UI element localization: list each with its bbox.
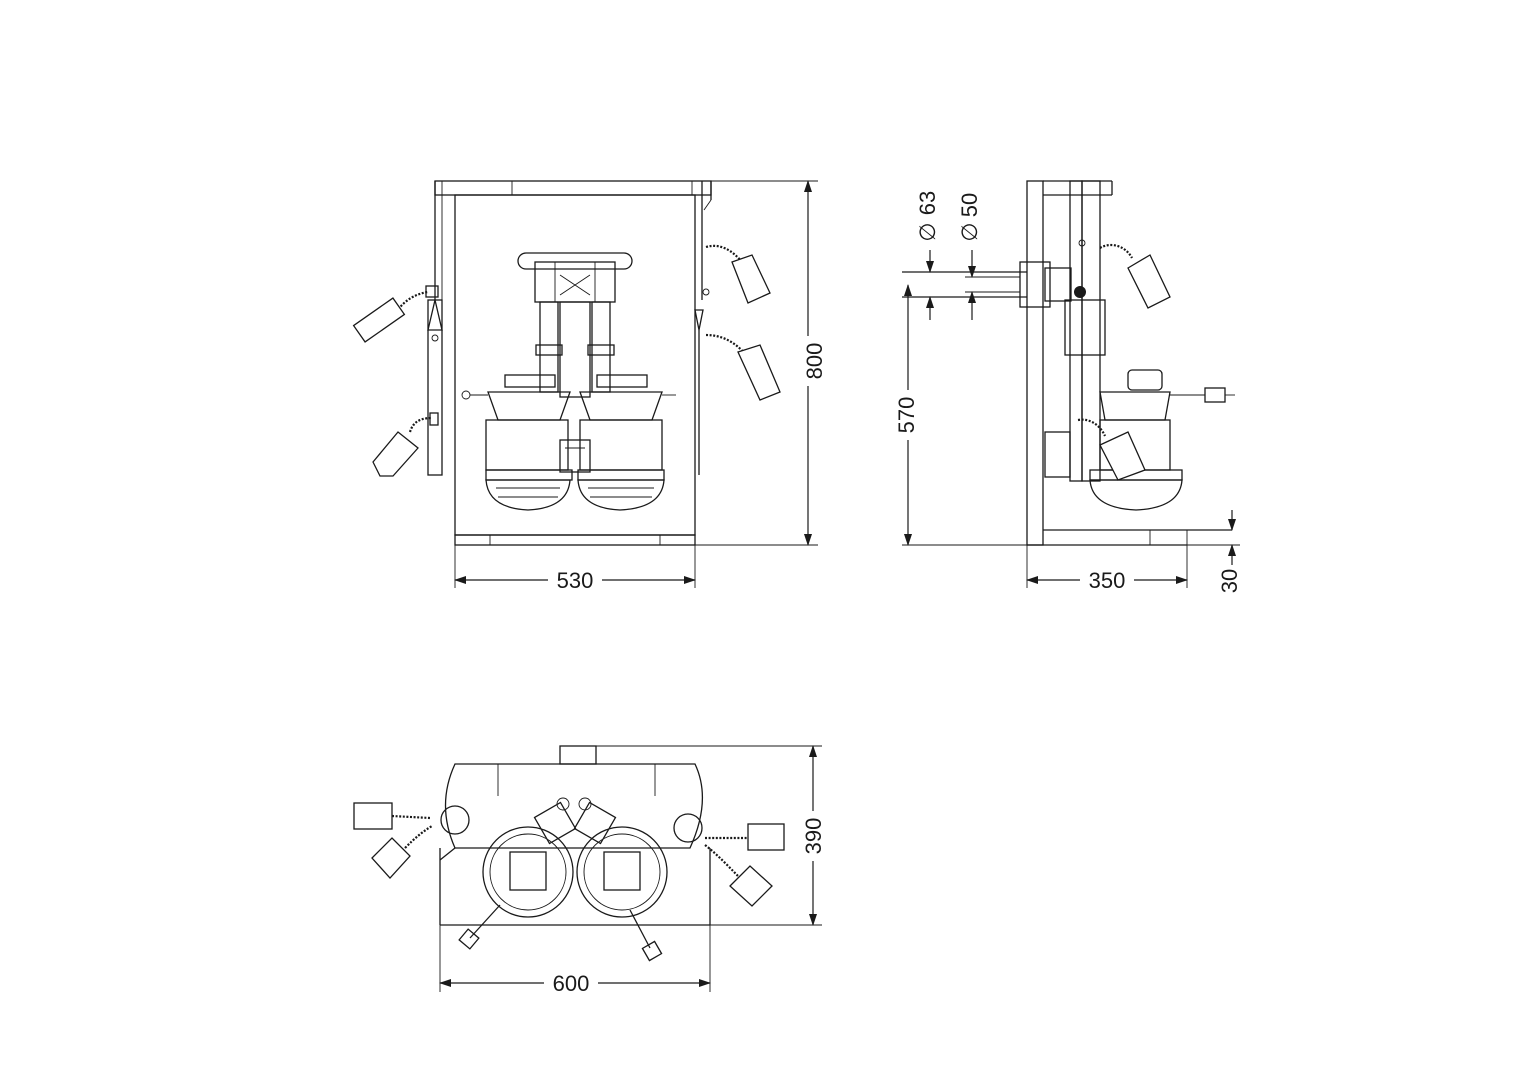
dim-label-530: 530 [557, 568, 594, 593]
dim-side-depth: 350 [1026, 545, 1188, 594]
top-pumps [458, 797, 668, 962]
dim-side-inlet-height: 570 [894, 284, 1027, 546]
dim-label-63: 63 [915, 191, 940, 215]
side-pump [1044, 369, 1235, 511]
dim-label-390: 390 [801, 818, 826, 855]
side-view [902, 180, 1235, 546]
dim-label-350: 350 [1089, 568, 1126, 593]
front-float-lower-left [372, 412, 439, 477]
diameter-symbol-50: ∅ [957, 222, 982, 241]
top-outline [439, 745, 711, 926]
front-frame [427, 180, 712, 546]
dim-top-depth: 390 [596, 745, 828, 926]
dim-side-bottom: 30 [1187, 510, 1242, 593]
side-discharge-pipe [902, 261, 1106, 356]
diameter-symbol-63: ∅ [915, 222, 940, 241]
dim-label-600: 600 [553, 971, 590, 996]
dim-label-50: 50 [957, 193, 982, 217]
front-float-upper-left [352, 285, 439, 343]
front-float-lower-right [705, 333, 781, 401]
front-pump-assembly [461, 252, 676, 511]
dim-label-800: 800 [802, 343, 827, 380]
dim-pipe-diameters: ∅ 63 ∅ 50 [915, 191, 1020, 320]
front-float-upper-right [705, 244, 771, 304]
side-frame [1026, 180, 1232, 546]
top-floats [353, 802, 785, 907]
dim-top-width: 600 [439, 925, 711, 997]
dim-label-570: 570 [894, 397, 919, 434]
front-view [352, 180, 781, 546]
dim-front-height: 800 [695, 180, 827, 546]
side-float-upper [1099, 243, 1171, 309]
dim-label-30: 30 [1217, 569, 1242, 593]
top-view [353, 745, 785, 962]
dim-front-width: 530 [454, 545, 696, 594]
